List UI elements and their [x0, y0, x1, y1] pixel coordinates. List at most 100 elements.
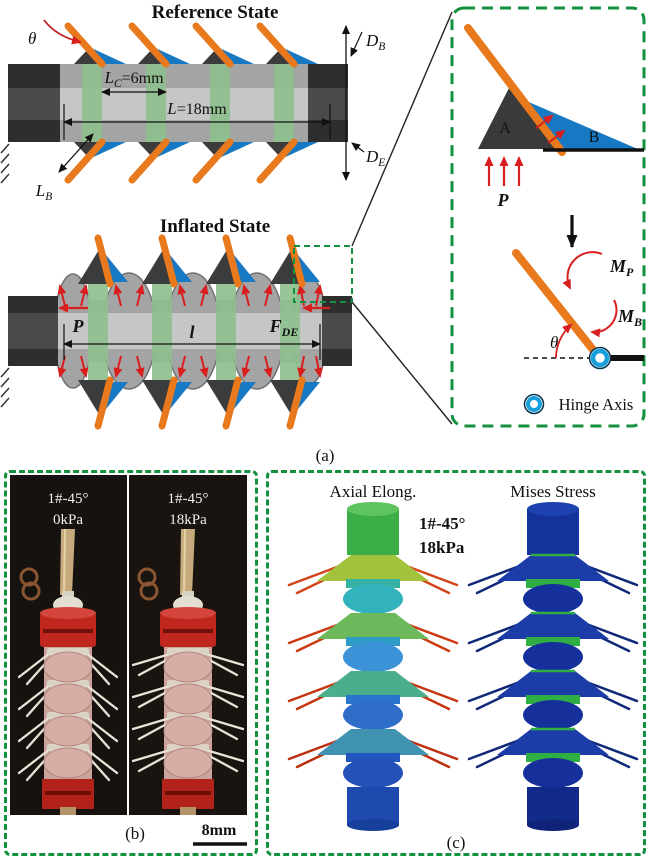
top-red-cap	[40, 607, 96, 647]
caption-a: (a)	[316, 446, 335, 465]
inset-theta-label: θ	[550, 333, 558, 352]
barb	[206, 234, 256, 288]
mises-stress-title: Mises Stress	[510, 482, 595, 501]
barb	[206, 376, 256, 430]
contact-force-arrows	[535, 114, 566, 144]
barb-beam	[464, 24, 566, 156]
bottom-red-cap	[42, 779, 94, 809]
caption-c: (c)	[447, 833, 466, 852]
inset-lower-diagram: θ MP MB Hinge Axis	[512, 249, 644, 415]
barb	[128, 22, 190, 68]
inflated-green-bands	[88, 282, 300, 380]
barb	[256, 138, 318, 184]
sample-annotation-1: 1#-45°	[419, 514, 465, 533]
inflated-bottom-barbs	[78, 376, 320, 430]
zoom-connector-top	[351, 11, 453, 247]
panel-c-canvas: Axial Elong. Mises Stress 1#-45° 18kPa	[287, 482, 639, 852]
barb	[64, 138, 126, 184]
photo-18kpa: 1#-45° 18kPa	[129, 475, 247, 815]
bottom-red-cap	[162, 779, 214, 809]
dimension-l: L=18mm	[63, 99, 331, 140]
barb	[128, 138, 190, 184]
inflated-state-diagram: Inflated State	[0, 11, 453, 430]
hinge-axis-label: Hinge Axis	[559, 395, 634, 414]
scale-bar: 8mm	[193, 822, 247, 846]
hinge-legend-icon	[523, 393, 545, 415]
reference-state-diagram: Reference State LC=6mm L=18mm	[0, 2, 385, 203]
photo-0kpa-label-1: 1#-45°	[48, 491, 89, 507]
barb	[78, 376, 128, 430]
mb-moment-arc	[590, 299, 618, 338]
svg-text:L=18mm: L=18mm	[166, 99, 227, 118]
wall-hatching-reference	[0, 143, 10, 184]
inflated-end-caps	[8, 296, 352, 366]
photo-0kpa: 1#-45° 0kPa	[10, 475, 127, 815]
l-inflated-label: l	[189, 322, 194, 342]
barb	[78, 234, 128, 288]
barb	[192, 138, 254, 184]
dimension-db-de: DB DE	[342, 25, 385, 181]
fea-model-mises	[467, 502, 639, 831]
tube-coil	[137, 567, 159, 601]
theta-arc	[555, 323, 573, 359]
air-tube	[60, 528, 75, 596]
tube-coil	[19, 567, 41, 601]
reference-bottom-barbs	[64, 138, 318, 184]
panel-a: Reference State LC=6mm L=18mm	[0, 2, 646, 465]
theta-label: θ	[28, 29, 36, 48]
panel-b: 1#-45° 0kPa	[4, 470, 258, 856]
hinge-legend: Hinge Axis	[523, 393, 634, 415]
sample-annotation-2: 18kPa	[419, 538, 465, 557]
inset-border	[450, 6, 646, 428]
zoom-source-box	[293, 245, 353, 303]
scale-bar-label: 8mm	[202, 822, 237, 839]
top-red-cap	[160, 607, 216, 647]
dimension-lc: LC=6mm	[101, 68, 167, 96]
svg-text:LC=6mm: LC=6mm	[103, 68, 164, 90]
pressure-arrows	[57, 284, 323, 378]
dimension-lb: LB	[35, 133, 94, 203]
panel-c: Axial Elong. Mises Stress 1#-45° 18kPa	[266, 470, 646, 856]
part-b-label: B	[589, 129, 600, 146]
body-segments	[131, 648, 245, 779]
barb	[270, 234, 320, 288]
inset-upper-diagram: A B P	[464, 24, 644, 210]
zoom-connector-bottom	[351, 301, 453, 425]
barb	[64, 22, 126, 68]
hinge-axis-icon	[588, 346, 612, 370]
body-segments	[17, 648, 119, 782]
fde-label: FDE	[269, 316, 299, 339]
inset-p-label: P	[497, 190, 510, 210]
barb	[256, 22, 318, 68]
svg-text:DE: DE	[365, 147, 385, 169]
svg-text:LB: LB	[35, 181, 53, 203]
barb	[270, 376, 320, 430]
mb-label: MB	[617, 306, 642, 329]
axial-elong-title: Axial Elong.	[330, 482, 417, 501]
inflated-annotations: P FDE l	[58, 303, 330, 360]
reference-state-title: Reference State	[152, 2, 279, 23]
barb	[142, 234, 192, 288]
bottom-tube-stub	[180, 807, 196, 815]
inflated-tube	[53, 272, 328, 390]
photo-18kpa-label-1: 1#-45°	[168, 491, 209, 507]
panel-b-canvas: 1#-45° 0kPa	[10, 475, 247, 846]
air-tube	[180, 528, 195, 596]
barb	[142, 376, 192, 430]
mp-label: MP	[609, 256, 634, 279]
anchor-wedge	[478, 86, 557, 149]
inflated-top-barbs	[78, 234, 320, 288]
wall-hatching-inflated	[0, 367, 10, 408]
svg-text:DB: DB	[365, 31, 385, 53]
photo-0kpa-label-2: 0kPa	[53, 512, 83, 528]
photo-18kpa-label-2: 18kPa	[169, 512, 207, 528]
inset-pressure-arrows	[484, 156, 524, 186]
part-a-label: A	[499, 120, 511, 137]
caption-b: (b)	[125, 824, 145, 843]
mp-moment-arc	[562, 251, 603, 290]
inflated-state-title: Inflated State	[160, 216, 270, 237]
theta-annotation: θ	[28, 19, 82, 48]
p-label: P	[72, 316, 85, 336]
fea-model-axial	[287, 502, 459, 831]
